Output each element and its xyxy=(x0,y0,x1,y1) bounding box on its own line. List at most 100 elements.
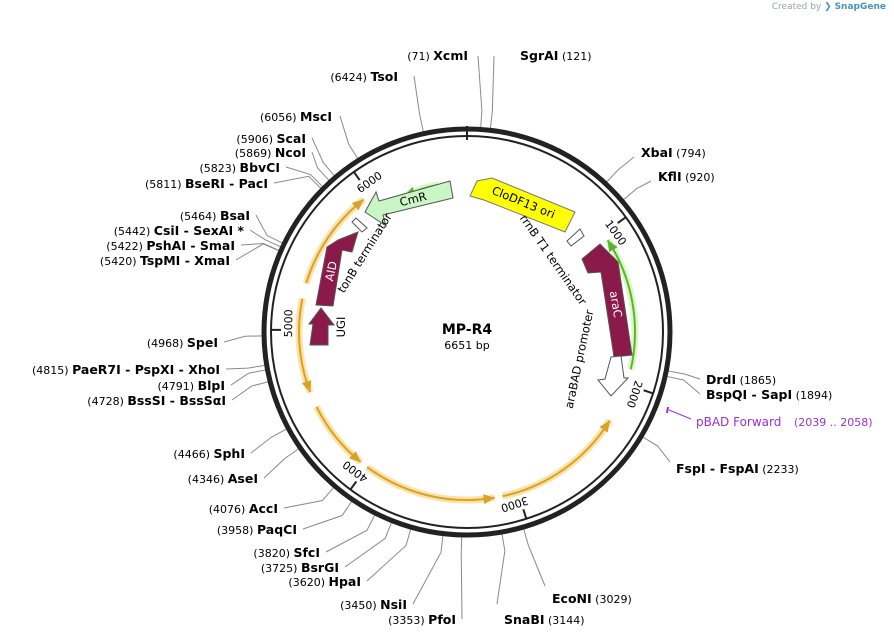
site-position: (3144) xyxy=(545,614,585,627)
scale-tick-label: 6000 xyxy=(354,169,384,196)
restriction-site[interactable]: SnaBI (3144) xyxy=(504,612,585,627)
feature-cmr[interactable]: CmR xyxy=(364,180,454,228)
site-label: EcoNI (3029) xyxy=(552,591,632,606)
site-leader xyxy=(460,536,463,620)
scale-tick-label: 5000 xyxy=(282,309,295,337)
site-separator: - xyxy=(225,176,239,191)
plasmid-name: MP-R4 xyxy=(442,322,493,338)
restriction-site[interactable]: (5420) TspMI - XmaI xyxy=(100,253,230,268)
restriction-site[interactable]: XbaI (794) xyxy=(641,145,706,160)
restriction-site[interactable]: (5442) CsiI - SexAI * xyxy=(114,223,245,238)
site-position: (5811) xyxy=(145,178,185,191)
site-label: (4346) AseI xyxy=(188,471,258,486)
site-leader xyxy=(273,175,322,189)
scale-tick xyxy=(643,389,654,395)
feature-arc-arrowhead xyxy=(599,420,610,433)
site-position: (5464) xyxy=(180,210,220,223)
restriction-site[interactable]: (4968) SpeI xyxy=(147,335,218,350)
site-enzyme-name: KflI xyxy=(658,169,682,184)
restriction-site[interactable]: (3820) SfcI xyxy=(253,545,320,560)
feature-arac[interactable]: araC xyxy=(581,243,633,358)
restriction-site[interactable]: (3450) NsiI xyxy=(340,597,407,612)
site-enzyme-name: PspXI xyxy=(135,362,175,377)
site-separator: - xyxy=(174,362,188,377)
feature-arc-arrowhead xyxy=(301,380,312,393)
scale-tick xyxy=(617,216,627,224)
site-enzyme-name: AseI xyxy=(228,471,258,486)
site-leader xyxy=(413,75,424,132)
restriction-site[interactable]: (4076) AccI xyxy=(209,501,278,516)
site-separator: - xyxy=(179,223,193,238)
site-label: BspQI - SapI (1894) xyxy=(706,387,832,402)
site-enzyme-name: SgrAI xyxy=(520,48,558,63)
site-leader xyxy=(412,535,444,605)
primer-pbad-forward[interactable]: pBAD Forward (2039 .. 2058) xyxy=(666,406,873,429)
restriction-site[interactable]: (4728) BssSI - BssSαI xyxy=(87,393,226,408)
site-label: (5823) BbvCI xyxy=(199,160,280,175)
restriction-site[interactable]: BspQI - SapI (1894) xyxy=(706,387,832,402)
site-label: (4076) AccI xyxy=(209,501,278,516)
restriction-site[interactable]: (6424) TsoI xyxy=(330,69,398,84)
restriction-site[interactable]: (3725) BsrGI xyxy=(261,560,339,575)
site-position: (3820) xyxy=(253,547,293,560)
site-enzyme-name: BsaI xyxy=(220,208,250,223)
feature-arc xyxy=(606,239,636,370)
site-leader xyxy=(496,533,506,605)
site-leader xyxy=(606,156,635,183)
site-leader xyxy=(667,375,701,395)
restriction-site[interactable]: (4466) SphI xyxy=(173,446,245,461)
site-enzyme-name: PshAI xyxy=(146,238,186,253)
site-label: (5811) BseRI - PacI xyxy=(145,176,268,191)
restriction-site[interactable]: (5823) BbvCI xyxy=(199,160,280,175)
restriction-site[interactable]: (5422) PshAI - SmaI xyxy=(106,238,235,253)
site-position: (3620) xyxy=(288,576,328,589)
site-enzyme-name: EcoNI xyxy=(552,591,592,606)
site-enzyme-name: XbaI xyxy=(641,145,673,160)
feature-aid[interactable]: AID xyxy=(315,231,359,307)
credit-brand: SnapGene xyxy=(834,2,886,12)
site-label: XbaI (794) xyxy=(641,145,706,160)
restriction-site[interactable]: (5811) BseRI - PacI xyxy=(145,176,268,191)
restriction-site[interactable]: (5869) NcoI xyxy=(235,145,306,160)
site-label: (5464) BsaI xyxy=(180,208,250,223)
restriction-site[interactable]: (4791) BlpI xyxy=(158,378,226,393)
site-label: SgrAI (121) xyxy=(520,48,592,63)
site-label: (3958) PaqCI xyxy=(217,522,297,537)
restriction-site[interactable]: (71) XcmI xyxy=(407,48,468,63)
restriction-site[interactable]: (4346) AseI xyxy=(188,471,258,486)
restriction-site[interactable]: (3620) HpaI xyxy=(288,574,361,589)
site-leader xyxy=(668,370,701,380)
restriction-site[interactable]: (4815) PaeR7I - PspXI - XhoI xyxy=(32,362,220,377)
site-position: (5906) xyxy=(236,133,276,146)
restriction-site[interactable]: (6056) MscI xyxy=(260,109,332,124)
site-position: (5869) xyxy=(235,147,275,160)
restriction-site[interactable]: KflI (920) xyxy=(658,169,715,184)
feature-arc-arrowhead xyxy=(351,199,364,211)
site-position: (2233) xyxy=(759,463,799,476)
site-position: (4466) xyxy=(173,448,213,461)
feature-label-arac: araC xyxy=(607,290,625,319)
restriction-site[interactable]: (3958) PaqCI xyxy=(217,522,297,537)
site-enzyme-name: FspAI xyxy=(719,461,758,476)
feature-arc-arrowhead xyxy=(349,451,361,463)
restriction-site[interactable]: DrdI (1865) xyxy=(706,372,776,387)
restriction-site[interactable]: SgrAI (121) xyxy=(520,48,592,63)
restriction-site[interactable]: (3353) PfoI xyxy=(388,612,456,627)
site-position: (6424) xyxy=(330,71,370,84)
site-position: (3029) xyxy=(592,593,632,606)
feature-arc xyxy=(502,419,611,498)
site-enzyme-name: PacI xyxy=(239,176,268,191)
site-position: (4815) xyxy=(32,364,72,377)
site-enzyme-name: XmaI xyxy=(194,253,230,268)
site-enzyme-name: PfoI xyxy=(428,612,456,627)
site-label: SnaBI (3144) xyxy=(504,612,585,627)
site-label: (5869) NcoI xyxy=(235,145,306,160)
restriction-site[interactable]: (5906) ScaI xyxy=(236,131,306,146)
site-leader xyxy=(240,243,280,251)
restriction-site[interactable]: FspI - FspAI (2233) xyxy=(676,461,799,476)
site-separator: - xyxy=(180,253,194,268)
site-leader xyxy=(283,487,334,509)
feature-ugi[interactable] xyxy=(308,307,336,346)
restriction-site[interactable]: (5464) BsaI xyxy=(180,208,250,223)
restriction-site[interactable]: EcoNI (3029) xyxy=(552,591,632,606)
